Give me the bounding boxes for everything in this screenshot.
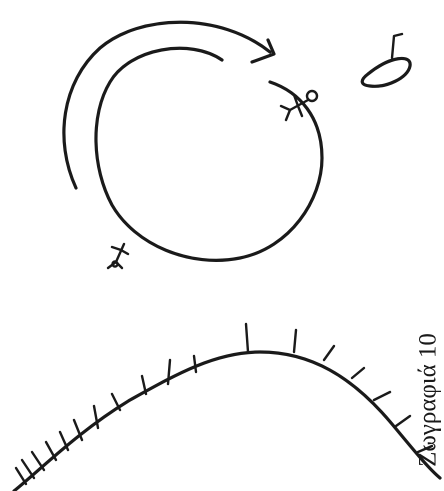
orbit-circle	[96, 48, 322, 260]
small-ellipse-antenna	[392, 34, 402, 58]
small-ellipse	[362, 58, 410, 86]
stick-figure-lower	[108, 244, 128, 268]
figure-caption: Ζωγραφιά 10	[416, 333, 441, 467]
planet-surface-arc	[14, 352, 440, 491]
motion-arc	[64, 22, 270, 188]
surface-ticks	[16, 324, 432, 484]
